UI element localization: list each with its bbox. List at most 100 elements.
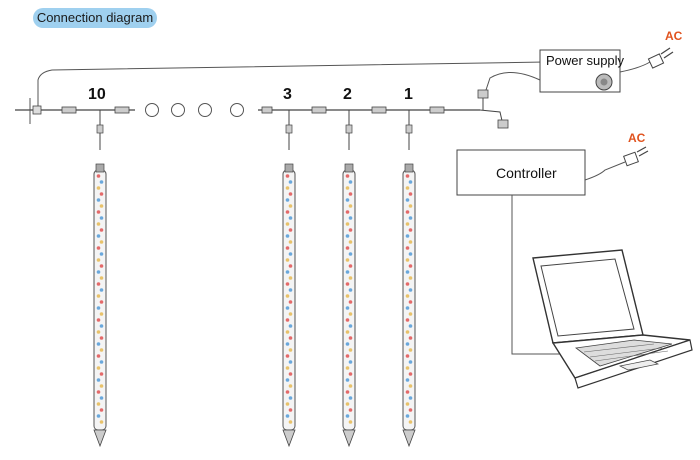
led-dot [348,192,353,196]
led-dot [405,390,410,394]
led-tube-1 [402,110,416,448]
led-dot [408,288,413,292]
led-dot [288,396,293,400]
led-dot [405,186,410,190]
led-dot [285,234,290,238]
led-dot [348,300,353,304]
led-dot [99,300,104,304]
led-dot [99,420,104,424]
led-dot [288,408,293,412]
led-dot [348,408,353,412]
led-dot [348,180,353,184]
led-dot [345,342,350,346]
led-dot [288,300,293,304]
led-dot [345,390,350,394]
tube-label-2: 2 [343,86,352,103]
led-dot [405,210,410,214]
led-dot [96,234,101,238]
led-dot [96,282,101,286]
led-dot [288,312,293,316]
led-dot [408,348,413,352]
led-dot [345,330,350,334]
led-dot [405,342,410,346]
led-dot [285,198,290,202]
ellipsis-circle-icon [145,103,159,117]
controller-box [456,149,586,196]
led-tube-2 [342,110,356,448]
led-dot [96,270,101,274]
connector-icon [114,106,130,114]
led-dot [96,402,101,406]
led-dot [285,294,290,298]
connector-icon [371,106,387,114]
led-dot [96,390,101,394]
led-dot [99,192,104,196]
led-dot [405,258,410,262]
led-dot [348,240,353,244]
led-dot [99,324,104,328]
led-dot [285,330,290,334]
led-dot [96,246,101,250]
led-dot [285,354,290,358]
led-dot [99,336,104,340]
led-dot [408,372,413,376]
led-dot [408,240,413,244]
led-dot [288,324,293,328]
led-dot [405,174,410,178]
led-dot [408,216,413,220]
led-dot [345,318,350,322]
plug-icon [623,151,639,167]
led-dot [408,360,413,364]
led-dot [99,276,104,280]
led-dot [408,204,413,208]
led-tube-3 [282,110,296,448]
led-dot [96,210,101,214]
tube-label-1: 1 [404,86,413,103]
led-dot [288,276,293,280]
led-tube-10 [93,110,107,448]
led-dot [345,222,350,226]
led-dot [285,414,290,418]
led-dot [96,330,101,334]
led-dot [99,228,104,232]
led-dot [405,222,410,226]
diagram-title: Connection diagram [33,8,157,28]
led-dot [348,420,353,424]
led-dot [96,222,101,226]
led-dot [408,396,413,400]
led-dot [285,258,290,262]
connector-icon [497,119,509,129]
led-dot [288,348,293,352]
led-dot [348,252,353,256]
led-dot [288,372,293,376]
connector-icon [261,106,273,114]
led-dot [405,414,410,418]
led-dot [405,234,410,238]
led-dot [285,210,290,214]
led-dot [408,252,413,256]
led-dot [345,198,350,202]
led-dot [408,312,413,316]
led-dot [99,288,104,292]
connector-icon [32,105,42,115]
led-dot [96,378,101,382]
power-supply-label: Power supply [546,53,625,68]
laptop-icon [532,249,693,389]
led-dot [405,318,410,322]
led-dot [285,282,290,286]
led-dot [345,282,350,286]
power-output-wire [483,72,541,97]
led-dot [348,360,353,364]
led-dot [345,210,350,214]
led-dot [285,306,290,310]
led-dots [96,174,413,424]
led-dot [288,180,293,184]
led-dot [96,318,101,322]
led-dot [345,258,350,262]
led-dot [288,240,293,244]
led-dot [99,252,104,256]
led-dot [345,174,350,178]
led-dot [99,240,104,244]
led-dot [348,384,353,388]
led-dot [99,348,104,352]
